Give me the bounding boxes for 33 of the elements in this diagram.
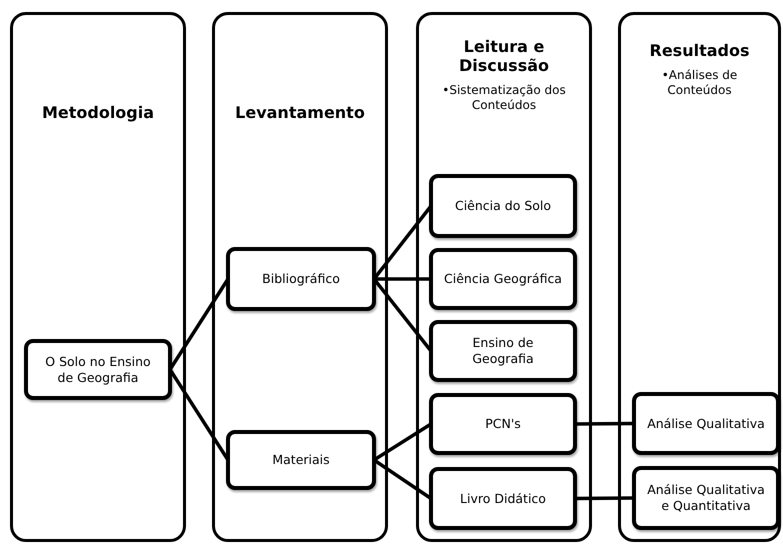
column-panel: [618, 12, 781, 542]
process-box: [429, 393, 577, 455]
box-label: Livro Didático: [460, 490, 546, 506]
column-heading: Resultados: [650, 41, 750, 60]
column-panel: [416, 12, 592, 542]
process-box: [429, 467, 577, 530]
process-box: [226, 430, 376, 490]
column-heading: Metodologia: [42, 103, 154, 122]
process-box: [429, 320, 577, 382]
bullet-text: •Análises de Conteúdos: [660, 68, 738, 97]
box-label: Bibliográfico: [262, 271, 340, 287]
bullet-text: •Sistematização dos Conteúdos: [441, 83, 567, 112]
process-box: [429, 174, 577, 238]
process-box: [226, 247, 376, 311]
connector-line: [374, 277, 431, 281]
process-box: [632, 466, 780, 530]
column-panel: [10, 12, 186, 542]
box-label: Ciência do Solo: [454, 198, 552, 214]
column-heading: Leitura e Discussão: [458, 37, 550, 76]
box-label: O Solo no Ensino de Geografia: [44, 354, 152, 386]
column-panel: [212, 12, 388, 542]
connector-line: [574, 422, 634, 426]
box-label: Análise Qualitativa e Quantitativa: [647, 482, 765, 514]
box-label: Materiais: [272, 452, 330, 468]
box-label: Análise Qualitativa: [647, 416, 765, 432]
column-heading: Levantamento: [235, 103, 365, 122]
process-box: [429, 248, 577, 310]
connector-line: [574, 496, 634, 500]
box-label: Ciência Geográfica: [444, 271, 562, 287]
box-label: Ensino de Geografia: [471, 335, 535, 367]
process-box: [24, 339, 172, 400]
process-box: [632, 392, 780, 455]
box-label: PCN's: [485, 416, 521, 432]
